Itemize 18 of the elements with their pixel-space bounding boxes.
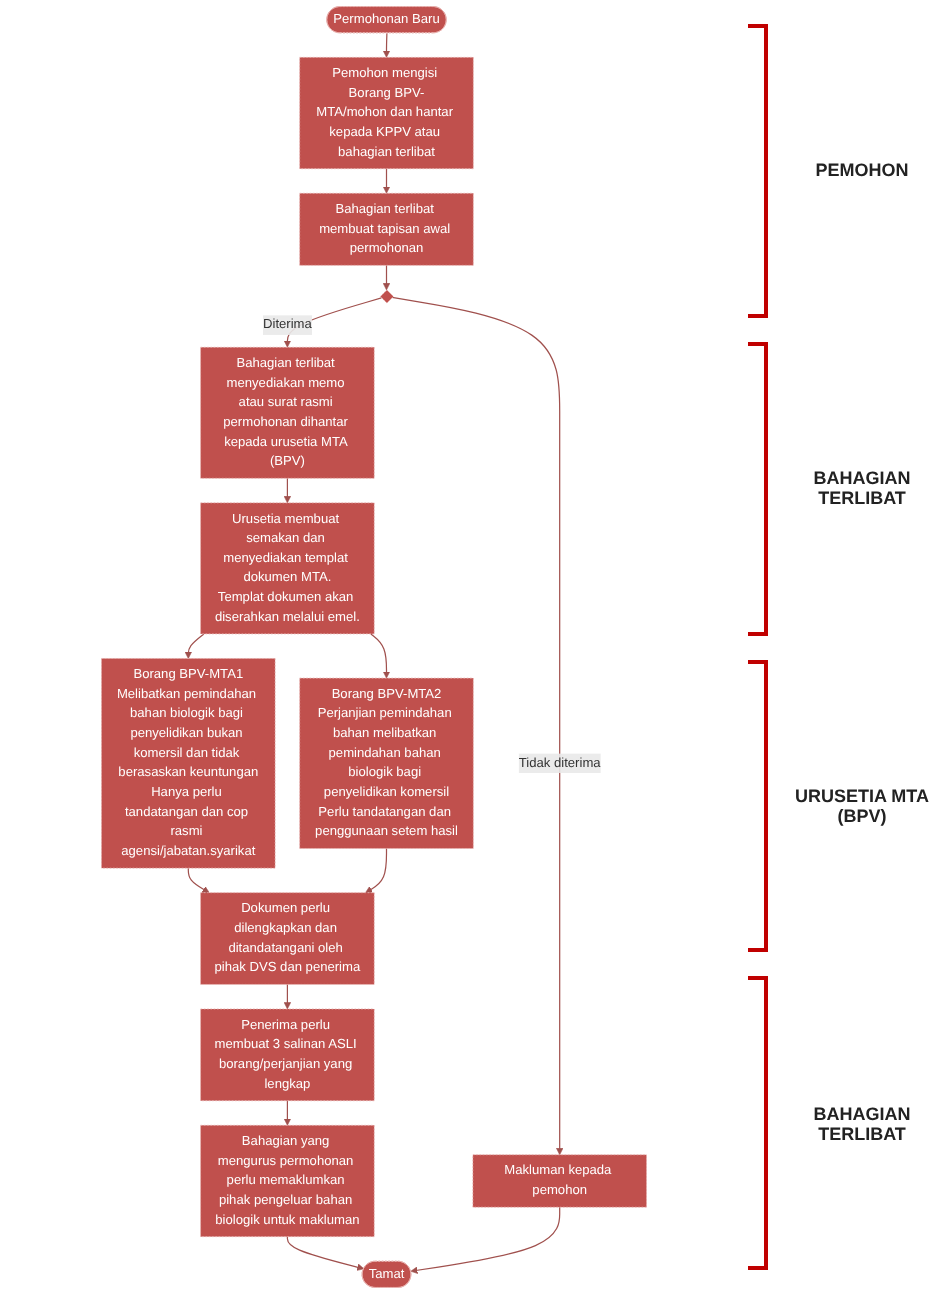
lane-label: BAHAGIAN TERLIBAT: [811, 1103, 913, 1144]
arrow: [382, 168, 391, 194]
arrow: [283, 983, 291, 1010]
lane-label: URUSETIA MTA (BPV): [793, 785, 931, 826]
arrow: [187, 867, 210, 893]
lane-label: BAHAGIAN TERLIBAT: [811, 468, 913, 509]
arrow: [382, 32, 391, 58]
arrow: [184, 633, 205, 659]
arrow: [370, 633, 391, 679]
arrow: [286, 1236, 365, 1271]
arrow: [365, 847, 388, 893]
arrow: [382, 264, 391, 291]
arrow: [283, 1100, 291, 1126]
lane-label: PEMOHON: [813, 160, 911, 181]
arrow: [283, 477, 291, 504]
arrow: [410, 1206, 561, 1274]
node-diamond: [379, 289, 394, 304]
arrow: [391, 296, 564, 1156]
